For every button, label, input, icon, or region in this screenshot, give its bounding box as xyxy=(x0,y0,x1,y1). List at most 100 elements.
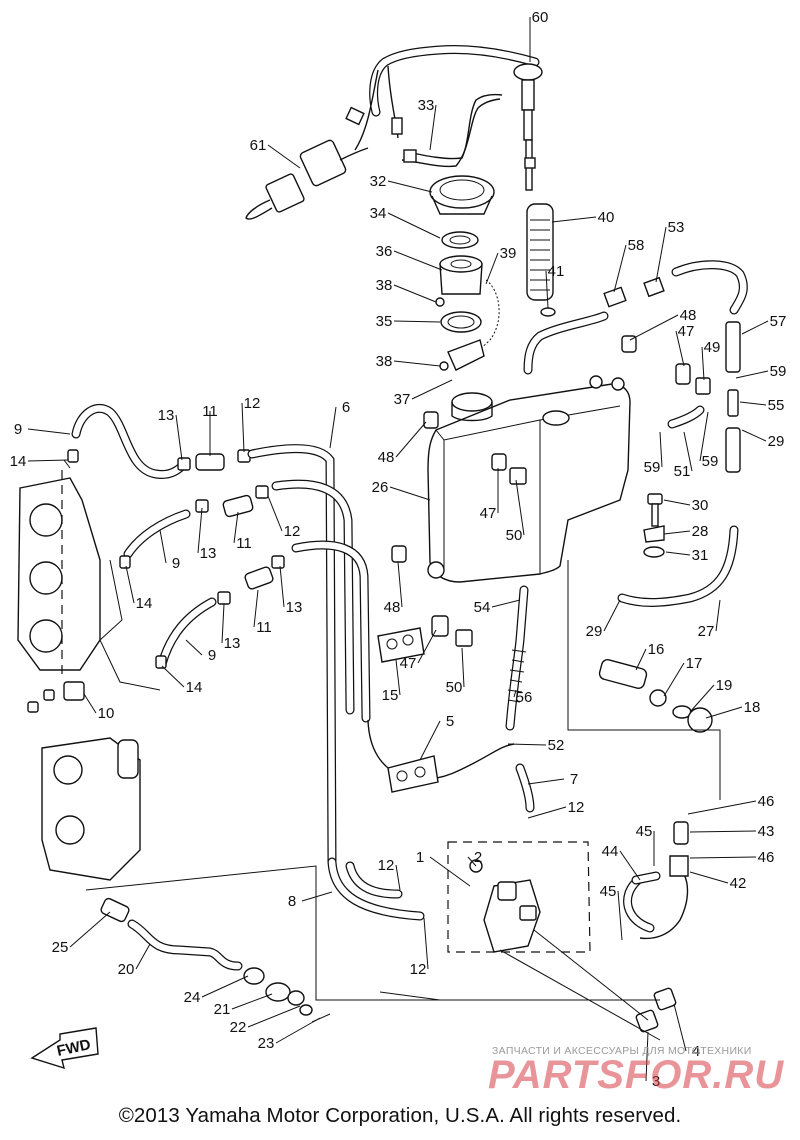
leader-line xyxy=(27,459,69,462)
part-label-7: 7 xyxy=(570,771,578,788)
part-label-42: 42 xyxy=(730,875,747,892)
part-label-11: 11 xyxy=(236,535,252,552)
leader-line xyxy=(387,180,433,193)
leader-line xyxy=(467,856,477,867)
leader-line xyxy=(27,428,71,435)
hose-6 xyxy=(247,444,371,867)
screw-38-lower xyxy=(439,361,449,371)
part-label-56: 56 xyxy=(516,689,533,706)
fwd-arrow: FWD xyxy=(30,1027,99,1070)
leader-line xyxy=(253,589,259,628)
leader-line xyxy=(551,216,597,223)
leader-line xyxy=(491,599,521,608)
part-label-39: 39 xyxy=(500,245,517,262)
part-label-12: 12 xyxy=(568,799,585,816)
leader-line xyxy=(741,320,769,335)
part-label-21: 21 xyxy=(214,1001,231,1018)
leader-line xyxy=(329,406,337,449)
part-label-4: 4 xyxy=(692,1043,700,1060)
part-label-6: 6 xyxy=(342,399,350,416)
part-label-46: 46 xyxy=(758,849,775,866)
part-label-53: 53 xyxy=(668,219,685,236)
leader-line xyxy=(701,346,705,381)
gasket-34 xyxy=(441,231,479,249)
leader-line xyxy=(715,599,721,632)
leader-line xyxy=(683,431,693,472)
leader-line xyxy=(301,891,333,902)
leader-line xyxy=(515,479,525,536)
leader-line xyxy=(689,871,729,884)
watermark-subtitle: ЗАПЧАСТИ И АКСЕССУАРЫ ДЛЯ МОТОТЕХНИКИ xyxy=(492,1045,752,1057)
bracket-33 xyxy=(401,93,503,168)
part-label-45: 45 xyxy=(636,823,653,840)
leader-line xyxy=(663,530,691,535)
leader-line xyxy=(645,1031,649,1082)
part-label-59: 59 xyxy=(770,363,787,380)
leader-line xyxy=(267,495,283,532)
bracket-15 xyxy=(377,627,425,663)
part-label-36: 36 xyxy=(376,243,393,260)
part-label-22: 22 xyxy=(230,1019,247,1036)
part-label-24: 24 xyxy=(184,989,201,1006)
part-label-59: 59 xyxy=(702,453,719,470)
part-label-12: 12 xyxy=(378,857,395,874)
chain-39 xyxy=(461,279,500,361)
part-label-18: 18 xyxy=(744,699,761,716)
part-label-43: 43 xyxy=(758,823,775,840)
leader-line xyxy=(135,943,151,970)
grommet-47-50-lower xyxy=(431,615,473,647)
bracket-5 xyxy=(387,755,439,793)
part-label-44: 44 xyxy=(602,843,619,860)
leader-line xyxy=(161,665,185,688)
leader-line xyxy=(739,401,767,406)
leader-line xyxy=(393,320,441,323)
lines-42-46 xyxy=(623,821,689,940)
leader-line xyxy=(175,414,183,461)
part-label-33: 33 xyxy=(418,97,435,114)
leader-line xyxy=(395,659,401,696)
leader-line xyxy=(83,693,97,714)
shaft-16-19 xyxy=(598,659,713,733)
leader-line xyxy=(395,864,401,891)
leader-lines-right xyxy=(85,560,721,1041)
leader-line xyxy=(527,778,565,785)
leader-line xyxy=(221,603,225,644)
leader-line xyxy=(275,1017,321,1044)
part-label-11: 11 xyxy=(256,619,272,636)
leader-line xyxy=(617,890,623,941)
fitting-41-hose xyxy=(523,307,609,375)
leader-line xyxy=(247,1005,301,1028)
part-label-50: 50 xyxy=(506,527,523,544)
leader-line xyxy=(197,507,203,554)
connector-61 xyxy=(245,139,369,220)
wiring-harness xyxy=(345,45,540,151)
part-label-20: 20 xyxy=(118,961,135,978)
leader-line xyxy=(663,499,691,506)
label-leaders xyxy=(27,17,769,1082)
screw-38-upper xyxy=(435,297,445,307)
part-label-52: 52 xyxy=(548,737,565,754)
leader-line xyxy=(741,429,767,442)
part-label-19: 19 xyxy=(716,677,733,694)
part-label-3: 3 xyxy=(652,1073,660,1090)
leader-lines-left xyxy=(99,559,161,691)
leader-line xyxy=(233,511,239,544)
leader-line xyxy=(201,975,249,998)
leader-line xyxy=(673,1003,687,1052)
leader-line xyxy=(699,411,709,462)
fitting-58-53 xyxy=(603,276,665,308)
part-label-15: 15 xyxy=(382,687,399,704)
leader-line xyxy=(687,800,757,815)
part-label-35: 35 xyxy=(376,313,393,330)
part-label-17: 17 xyxy=(686,655,703,672)
part-label-9: 9 xyxy=(14,421,22,438)
leader-line xyxy=(461,647,465,688)
part-label-14: 14 xyxy=(136,595,153,612)
leader-line xyxy=(659,431,663,468)
leader-line xyxy=(423,917,429,970)
part-label-16: 16 xyxy=(648,641,665,658)
leader-line xyxy=(613,244,627,293)
fwd-label: FWD xyxy=(55,1036,92,1060)
leader-line xyxy=(393,284,437,303)
part-label-57: 57 xyxy=(770,313,787,330)
